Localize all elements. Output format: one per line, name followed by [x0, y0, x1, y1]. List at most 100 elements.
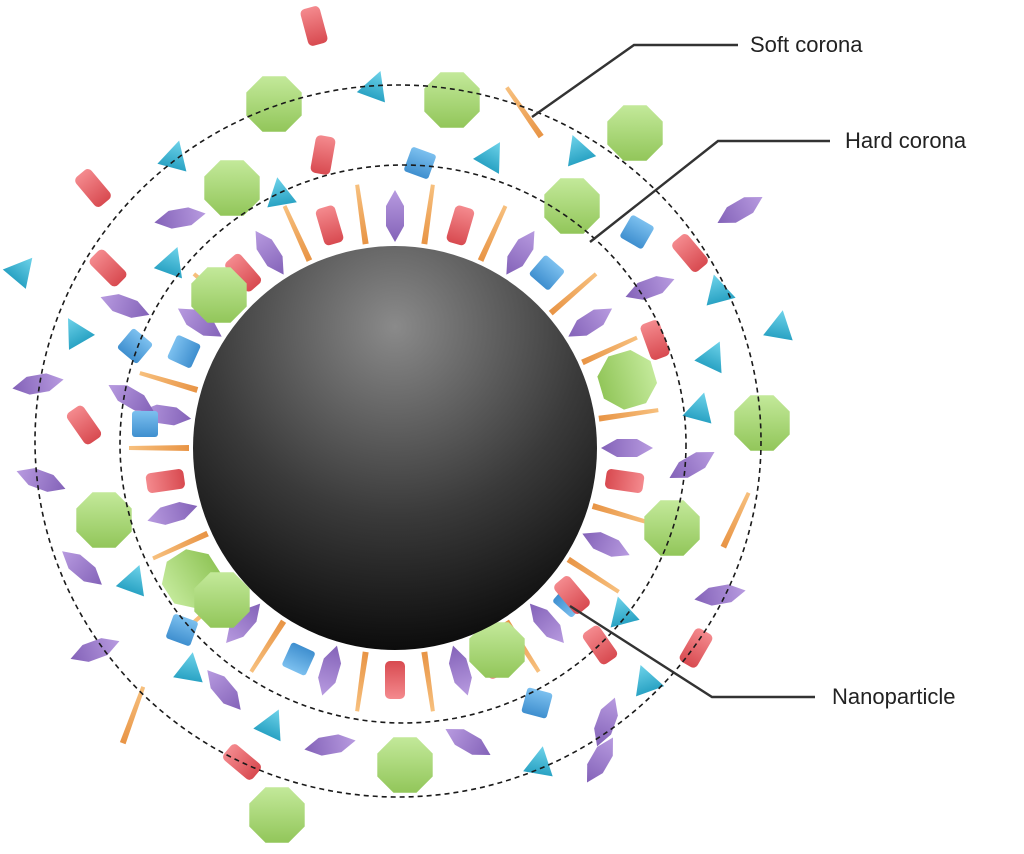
octagon-green-protein-icon	[607, 105, 663, 161]
needle-orange-protein-icon	[119, 686, 146, 745]
square-blue-protein-icon	[282, 642, 315, 676]
triangle-cyan-protein-icon	[682, 392, 712, 424]
hard-corona-boundary	[119, 164, 687, 724]
triangle-cyan-protein-icon	[68, 318, 95, 350]
square-blue-protein-icon	[404, 147, 436, 179]
rod-shaped-red-protein-icon	[310, 135, 336, 175]
rod-shaped-red-protein-icon	[300, 6, 328, 46]
hexagon-purple-protein-icon	[601, 439, 653, 457]
rod-shaped-red-protein-icon	[66, 405, 102, 445]
triangle-cyan-protein-icon	[694, 341, 722, 374]
square-blue-protein-icon	[132, 411, 158, 437]
octagon-green-protein-icon	[424, 72, 480, 128]
triangle-cyan-protein-icon	[173, 652, 203, 683]
triangle-cyan-protein-icon	[157, 140, 187, 172]
hexagon-purple-protein-icon	[694, 584, 746, 606]
octagon-green-protein-icon	[469, 622, 525, 678]
hexagon-purple-protein-icon	[594, 697, 618, 747]
triangle-cyan-protein-icon	[568, 134, 597, 167]
hexagon-purple-protein-icon	[70, 638, 120, 662]
hard-corona-leader	[589, 139, 830, 243]
hexagon-purple-protein-icon	[154, 207, 206, 229]
needle-orange-protein-icon	[591, 503, 651, 525]
rod-shaped-red-protein-icon	[75, 169, 111, 207]
triangle-cyan-protein-icon	[763, 310, 793, 341]
rod-shaped-red-protein-icon	[89, 249, 127, 287]
octagon-green-protein-icon	[377, 737, 433, 793]
needle-orange-protein-icon	[720, 491, 751, 549]
triangle-cyan-protein-icon	[267, 177, 297, 208]
square-blue-protein-icon	[167, 335, 201, 368]
needle-orange-protein-icon	[548, 272, 598, 316]
triangle-cyan-protein-icon	[473, 142, 500, 174]
rod-shaped-red-protein-icon	[605, 469, 645, 493]
triangle-cyan-protein-icon	[610, 596, 640, 628]
needle-orange-protein-icon	[249, 619, 287, 673]
needle-orange-protein-icon	[581, 335, 638, 366]
triangle-cyan-protein-icon	[356, 70, 385, 103]
octagon-green-protein-icon	[734, 395, 790, 451]
octagon-green-protein-icon	[191, 267, 247, 323]
triangle-cyan-protein-icon	[253, 709, 281, 742]
triangle-cyan-protein-icon	[2, 257, 33, 289]
rod-shaped-red-protein-icon	[672, 234, 708, 272]
hexagon-purple-protein-icon	[445, 729, 491, 755]
octagon-green-protein-icon	[204, 160, 260, 216]
hexagon-purple-protein-icon	[529, 603, 564, 643]
hexagon-purple-protein-icon	[669, 452, 715, 478]
rod-shaped-red-protein-icon	[446, 205, 475, 246]
triangle-cyan-protein-icon	[636, 664, 665, 697]
octagon-green-protein-icon	[194, 572, 250, 628]
hexagon-purple-protein-icon	[100, 294, 150, 318]
needle-orange-protein-icon	[152, 530, 209, 561]
rod-shaped-red-protein-icon	[679, 628, 713, 668]
rod-shaped-red-protein-icon	[315, 205, 344, 246]
triangle-cyan-protein-icon	[706, 274, 736, 306]
hard-corona-label: Hard corona	[845, 128, 967, 153]
triangle-cyan-protein-icon	[153, 246, 182, 279]
square-blue-protein-icon	[620, 215, 654, 249]
needle-orange-protein-icon	[129, 445, 189, 451]
rod-shaped-red-protein-icon	[385, 661, 405, 699]
octagon-green-protein-icon	[246, 76, 302, 132]
octagon-green-protein-icon	[249, 787, 305, 843]
needle-orange-protein-icon	[598, 408, 659, 422]
rod-shaped-red-protein-icon	[225, 253, 262, 292]
needle-orange-protein-icon	[139, 371, 199, 393]
hexagon-purple-protein-icon	[318, 645, 342, 696]
octagon-green-protein-icon	[544, 178, 600, 234]
square-blue-protein-icon	[521, 687, 553, 719]
nanoparticle-core	[193, 246, 597, 650]
hexagon-purple-protein-icon	[568, 308, 613, 337]
hexagon-purple-protein-icon	[147, 501, 198, 525]
needle-orange-protein-icon	[421, 651, 435, 712]
hexagon-purple-protein-icon	[582, 532, 630, 557]
needle-orange-protein-icon	[566, 556, 620, 594]
soft-corona-leader	[531, 43, 738, 118]
square-blue-protein-icon	[166, 614, 198, 646]
hexagon-purple-protein-icon	[177, 308, 222, 337]
nanoparticle-label: Nanoparticle	[832, 684, 956, 709]
needle-orange-protein-icon	[355, 184, 369, 245]
octagon-green-protein-icon	[644, 500, 700, 556]
soft-corona-label: Soft corona	[750, 32, 863, 57]
hexagon-purple-protein-icon	[386, 190, 404, 242]
hexagon-purple-protein-icon	[108, 385, 154, 411]
rod-shaped-red-protein-icon	[640, 320, 670, 360]
square-blue-protein-icon	[117, 328, 153, 364]
hexagon-purple-protein-icon	[587, 737, 613, 783]
hexagon-purple-protein-icon	[62, 551, 102, 585]
hexagon-purple-protein-icon	[448, 645, 472, 696]
needle-orange-protein-icon	[355, 651, 369, 712]
hexagon-purple-protein-icon	[255, 230, 284, 275]
hexagon-purple-protein-icon	[226, 603, 261, 643]
hexagon-purple-protein-icon	[717, 197, 763, 223]
hexagon-purple-protein-icon	[506, 230, 535, 275]
corona-proteins	[2, 6, 793, 843]
needle-orange-protein-icon	[477, 205, 508, 262]
hexagon-purple-protein-icon	[207, 670, 241, 710]
needle-orange-protein-icon	[282, 205, 313, 262]
hexagon-purple-protein-icon	[12, 373, 64, 395]
rod-shaped-red-protein-icon	[223, 744, 261, 780]
